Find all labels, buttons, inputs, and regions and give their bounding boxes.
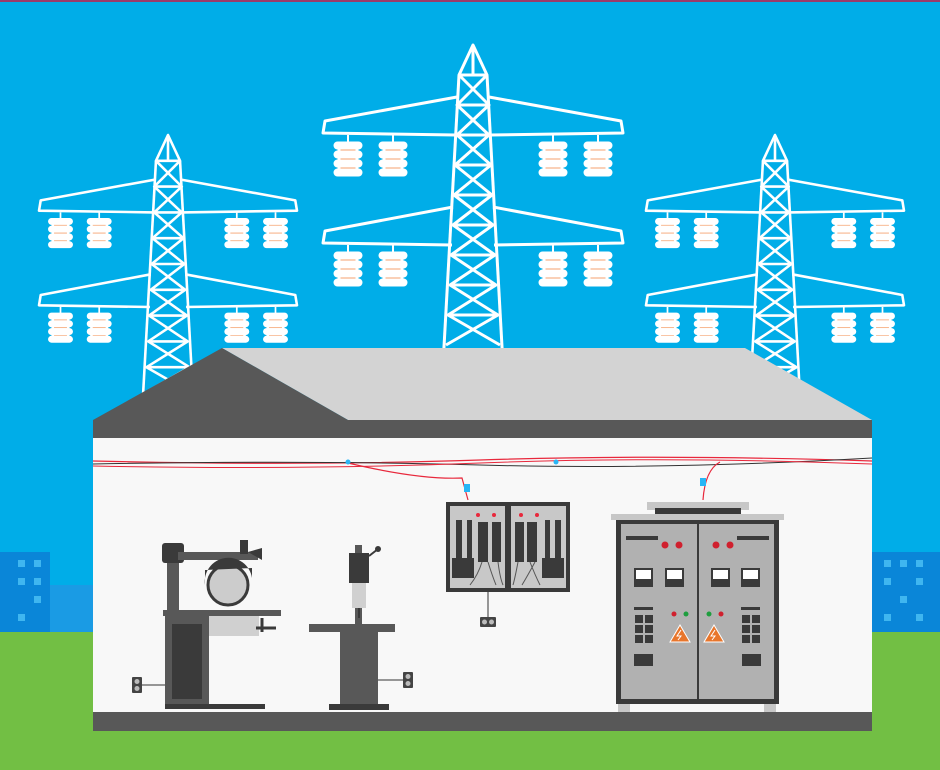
roof	[222, 348, 872, 420]
voltmeter-icon	[634, 568, 760, 587]
wires	[92, 456, 873, 501]
power-socket-icon	[403, 672, 413, 688]
warning-high-voltage-icon	[669, 624, 725, 643]
roof-gable	[93, 348, 348, 420]
power-socket-icon	[480, 617, 496, 627]
switchgear-cabinet	[611, 502, 784, 712]
drill-press	[309, 545, 395, 710]
floor	[93, 712, 872, 731]
power-sockets	[132, 592, 496, 693]
power-socket-icon	[132, 677, 142, 693]
electrical-panel	[446, 502, 570, 592]
radial-arm-saw	[162, 540, 281, 709]
background-buildings	[0, 552, 940, 634]
